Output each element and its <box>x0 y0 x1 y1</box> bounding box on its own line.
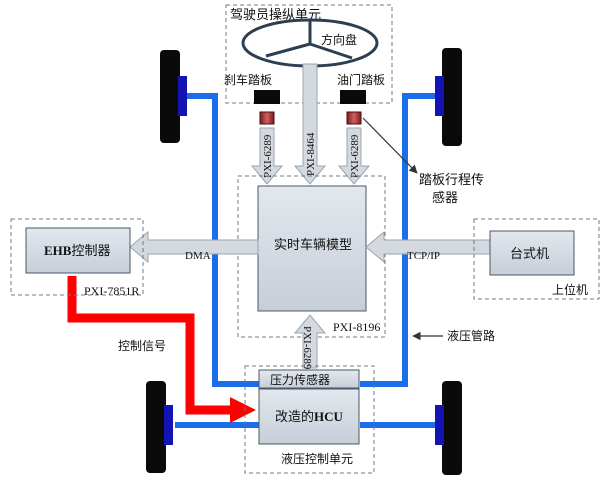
wheel-top-right <box>435 48 462 146</box>
tcp-ip-arrow <box>365 230 491 264</box>
host-group-label: 上位机 <box>552 282 588 297</box>
pxi-6289-right-label: PXI-6289 <box>349 134 361 178</box>
brake-pedal-label: 刹车踏板 <box>224 72 272 87</box>
desktop-box <box>489 230 575 276</box>
ehb-group <box>10 218 144 296</box>
ehb-controller-suffix: 控制器 <box>71 244 110 259</box>
dma-label: DMA <box>185 250 211 262</box>
hydraulic-unit-group <box>244 365 375 474</box>
tcp-ip-label: TCP/IP <box>407 250 440 262</box>
host-group <box>473 218 600 300</box>
hcu-prefix: 改造的 <box>275 409 314 425</box>
wheel-bottom-left <box>146 381 173 473</box>
pxi-8464-arrow <box>293 63 327 185</box>
hcu-label: 改造的HCU <box>275 409 344 425</box>
throttle-pedal-icon <box>340 90 366 125</box>
wheel-bottom-right <box>435 381 462 475</box>
pxi-6289-left-arrow <box>250 127 284 185</box>
steering-wheel-label: 方向盘 <box>321 32 357 47</box>
brake-pedal-icon <box>254 90 280 125</box>
control-signal-line <box>67 276 256 423</box>
hydraulic-unit-label: 液压控制单元 <box>281 451 353 466</box>
throttle-pedal-label: 油门踏板 <box>337 72 385 87</box>
vehicle-model-label: 实时车辆模型 <box>274 237 352 253</box>
wheel-top-left <box>160 50 187 143</box>
pxi-7851r-label: PXI-7851R <box>84 284 139 298</box>
hcu-suffix: HCU <box>314 409 344 424</box>
pxi-6289-bottom-arrow <box>293 314 327 369</box>
hcu-box <box>258 388 360 445</box>
desktop-label: 台式机 <box>510 247 549 262</box>
sensor-callout-line1: 踏板行程传 <box>419 173 484 188</box>
control-signal-arrowhead <box>230 397 256 423</box>
pxi-8464-label: PXI-8464 <box>305 132 317 176</box>
sensor-callout-line2: 感器 <box>432 190 458 206</box>
vehicle-model-box <box>257 185 367 312</box>
pxi-8196-label: PXI-8196 <box>333 320 380 334</box>
sensor-callout-line <box>362 117 418 174</box>
pressure-sensor-box <box>258 369 360 389</box>
pressure-sensor-label: 压力传感器 <box>270 372 330 387</box>
pxi-6289-bottom-label: PXI-6289 <box>301 326 313 370</box>
hydraulic-line-label: 液压管路 <box>447 328 495 343</box>
ehb-controller-prefix: EHB <box>44 243 72 258</box>
dma-arrow <box>129 230 259 264</box>
pxi-6289-left-label: PXI-6289 <box>262 134 274 178</box>
control-signal-label: 控制信号 <box>118 339 166 353</box>
ehb-controller-label: EHB控制器 <box>44 243 110 259</box>
pxi-6289-right-arrow <box>337 127 371 185</box>
ehb-controller-box <box>25 227 131 274</box>
